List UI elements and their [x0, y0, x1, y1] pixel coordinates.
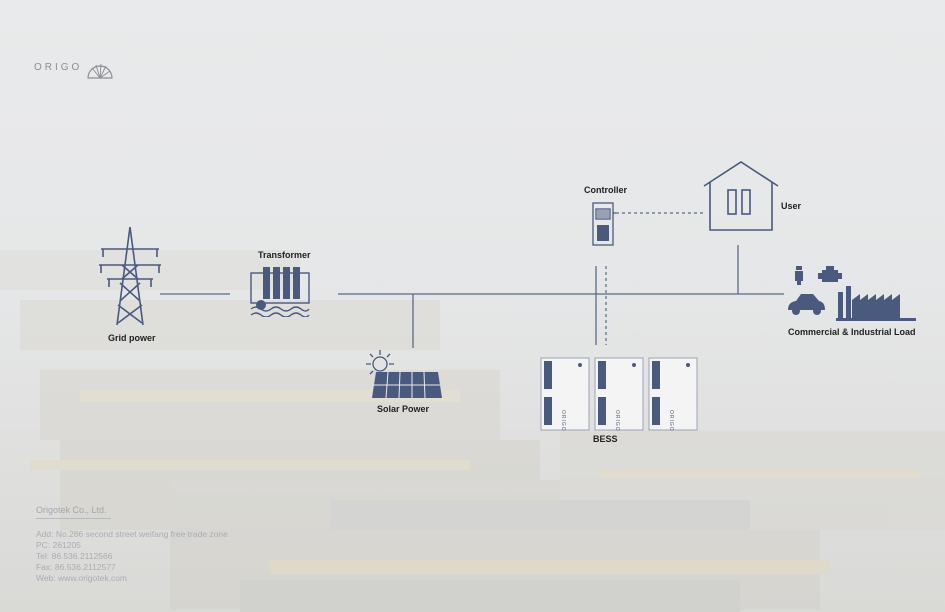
load-label: Commercial & Industrial Load — [788, 327, 916, 337]
house-icon — [703, 161, 779, 231]
company-name: Origotek Co., Ltd. — [36, 505, 107, 515]
company-fax: Fax: 86.536.2112577 — [36, 562, 116, 572]
industrial-load-icon — [788, 266, 916, 321]
controller-label: Controller — [584, 185, 628, 195]
bess-unit-text-3: ORIGO — [668, 410, 674, 432]
controller-icon — [592, 202, 616, 246]
company-divider — [36, 518, 111, 519]
bess-unit-text-2: ORIGO — [614, 410, 620, 432]
company-pc: PC: 261205 — [36, 540, 81, 550]
solar-panel-icon — [366, 350, 442, 399]
company-web: Web: www.origotek.com — [36, 573, 128, 583]
user-label: User — [781, 201, 802, 211]
bess-unit-text-1: ORIGO — [560, 410, 566, 432]
company-tel: Tel: 86.536.2112566 — [36, 551, 113, 561]
transformer-label: Transformer — [258, 250, 311, 260]
company-address: Add: No.286 second street weifang free t… — [36, 529, 228, 539]
transmission-tower-icon — [99, 226, 161, 326]
transformer-icon — [250, 267, 310, 317]
solar-power-label: Solar Power — [377, 404, 430, 414]
bess-cabinets-icon — [540, 357, 698, 431]
logo-icon — [87, 63, 113, 79]
bess-label: BESS — [593, 434, 618, 444]
logo-text: ORIGO — [34, 62, 83, 73]
grid-power-label: Grid power — [108, 333, 156, 343]
